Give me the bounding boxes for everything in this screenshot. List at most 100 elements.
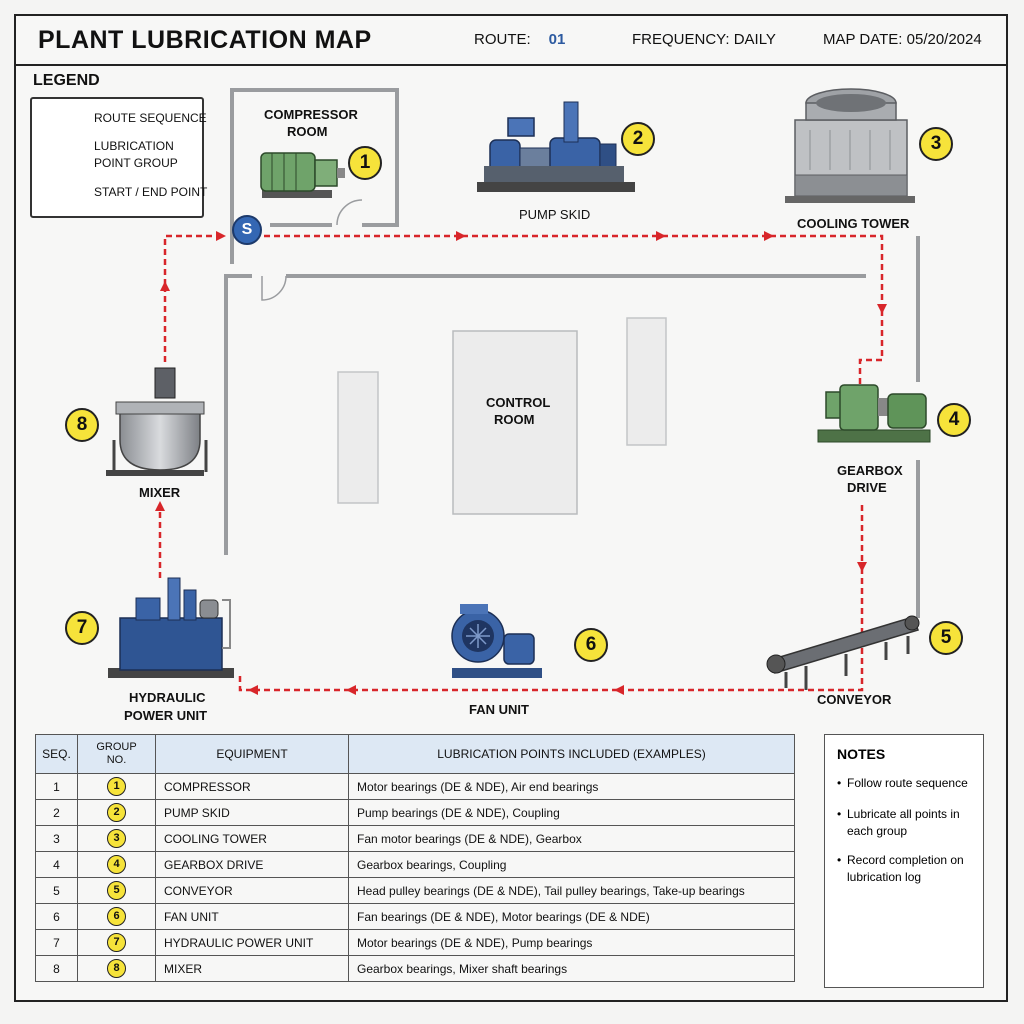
row-points: Motor bearings (DE & NDE), Pump bearings	[348, 929, 795, 956]
route-value: 01	[548, 31, 566, 48]
start-marker[interactable]: S	[232, 215, 262, 245]
control-room-label-1: CONTROL	[486, 395, 551, 410]
interior-block-right	[626, 317, 667, 446]
col-points: LUBRICATION POINTS INCLUDED (EXAMPLES)	[348, 734, 795, 774]
row-equipment: COOLING TOWER	[155, 825, 349, 852]
row-equipment: FAN UNIT	[155, 903, 349, 930]
note-text: Lubricate all points in each group	[847, 807, 960, 838]
control-room	[452, 330, 578, 515]
gearbox-drive-icon	[817, 384, 931, 443]
group-marker-6[interactable]: 6	[574, 628, 608, 662]
fan-unit-icon	[451, 604, 542, 678]
hydraulic-unit-icon	[108, 577, 234, 678]
row-seq: 8	[35, 955, 78, 982]
row-equipment: GEARBOX DRIVE	[155, 851, 349, 878]
row-seq: 4	[35, 851, 78, 878]
row-group-badge: 2	[107, 803, 126, 822]
row-group-badge: 4	[107, 855, 126, 874]
control-room-label-2: ROOM	[494, 412, 535, 427]
header-bar: PLANT LUBRICATION MAP ROUTE: 01 FREQUENCY…	[14, 14, 1008, 66]
notes-title: NOTES	[837, 746, 886, 762]
row-group-badge: 1	[107, 777, 126, 796]
route-label: ROUTE:	[474, 31, 531, 48]
row-group-badge: 5	[107, 881, 126, 900]
row-seq: 2	[35, 799, 78, 826]
mixer-label: MIXER	[139, 485, 181, 500]
note-text: Record completion on lubrication log	[847, 853, 964, 884]
row-equipment: COMPRESSOR	[155, 773, 349, 800]
legend-route-sequence: ROUTE SEQUENCE	[94, 111, 207, 125]
legend-lubrication-1: LUBRICATION	[94, 139, 174, 153]
legend-start-end: START / END POINT	[94, 185, 208, 199]
row-points: Gearbox bearings, Coupling	[348, 851, 795, 878]
conveyor-icon	[766, 615, 920, 690]
map-date-info: MAP DATE: 05/20/2024	[823, 31, 982, 48]
row-points: Head pulley bearings (DE & NDE), Tail pu…	[348, 877, 795, 904]
building-walls	[224, 88, 920, 618]
row-group-badge: 6	[107, 907, 126, 926]
map-date-value: 05/20/2024	[906, 31, 982, 48]
row-points: Gearbox bearings, Mixer shaft bearings	[348, 955, 795, 982]
row-points: Motor bearings (DE & NDE), Air end beari…	[348, 773, 795, 800]
row-equipment: MIXER	[155, 955, 349, 982]
gearbox-drive-label-2: DRIVE	[847, 480, 887, 495]
row-group-badge: 3	[107, 829, 126, 848]
pump-skid-icon	[477, 101, 635, 192]
group-marker-5[interactable]: 5	[929, 621, 963, 655]
conveyor-label: CONVEYOR	[817, 692, 892, 707]
route-path	[155, 231, 887, 695]
mixer-icon	[106, 367, 208, 476]
hydraulic-label-1: HYDRAULIC	[129, 690, 206, 705]
gearbox-drive-label-1: GEARBOX	[837, 463, 903, 478]
compressor-icon	[260, 152, 345, 198]
group-marker-3[interactable]: 3	[919, 127, 953, 161]
row-seq: 6	[35, 903, 78, 930]
page-title: PLANT LUBRICATION MAP	[38, 26, 372, 54]
row-seq: 3	[35, 825, 78, 852]
cooling-tower-label: COOLING TOWER	[797, 216, 910, 231]
note-item: Record completion on lubrication log	[837, 852, 977, 886]
group-marker-2[interactable]: 2	[621, 122, 655, 156]
note-item: Lubricate all points in each group	[837, 806, 977, 840]
compressor-room-label-1: COMPRESSOR	[264, 107, 358, 122]
plant-door	[261, 275, 287, 301]
group-marker-1[interactable]: 1	[348, 146, 382, 180]
col-equipment: EQUIPMENT	[155, 734, 349, 774]
cooling-tower-icon	[785, 88, 915, 203]
route-info: ROUTE: 01	[474, 31, 565, 48]
row-seq: 5	[35, 877, 78, 904]
col-group-label-1: GROUP	[96, 741, 137, 753]
notes-box: NOTES Follow route sequence Lubricate al…	[824, 734, 984, 988]
compressor-room-label-2: ROOM	[287, 124, 328, 139]
frequency-label: FREQUENCY:	[632, 31, 730, 48]
row-equipment: CONVEYOR	[155, 877, 349, 904]
group-marker-8[interactable]: 8	[65, 408, 99, 442]
group-marker-4[interactable]: 4	[937, 403, 971, 437]
row-points: Pump bearings (DE & NDE), Coupling	[348, 799, 795, 826]
row-equipment: HYDRAULIC POWER UNIT	[155, 929, 349, 956]
col-group-label-2: NO.	[106, 754, 127, 766]
pump-skid-label: PUMP SKID	[519, 207, 591, 222]
group-marker-7[interactable]: 7	[65, 611, 99, 645]
frequency-value: DAILY	[733, 31, 776, 48]
interior-block-left	[337, 371, 379, 504]
map-date-label: MAP DATE:	[823, 31, 903, 48]
fan-unit-label: FAN UNIT	[469, 702, 529, 717]
legend-box	[30, 97, 204, 218]
compressor-room-door	[336, 199, 363, 226]
row-seq: 1	[35, 773, 78, 800]
row-group-badge: 7	[107, 933, 126, 952]
row-seq: 7	[35, 929, 78, 956]
row-equipment: PUMP SKID	[155, 799, 349, 826]
